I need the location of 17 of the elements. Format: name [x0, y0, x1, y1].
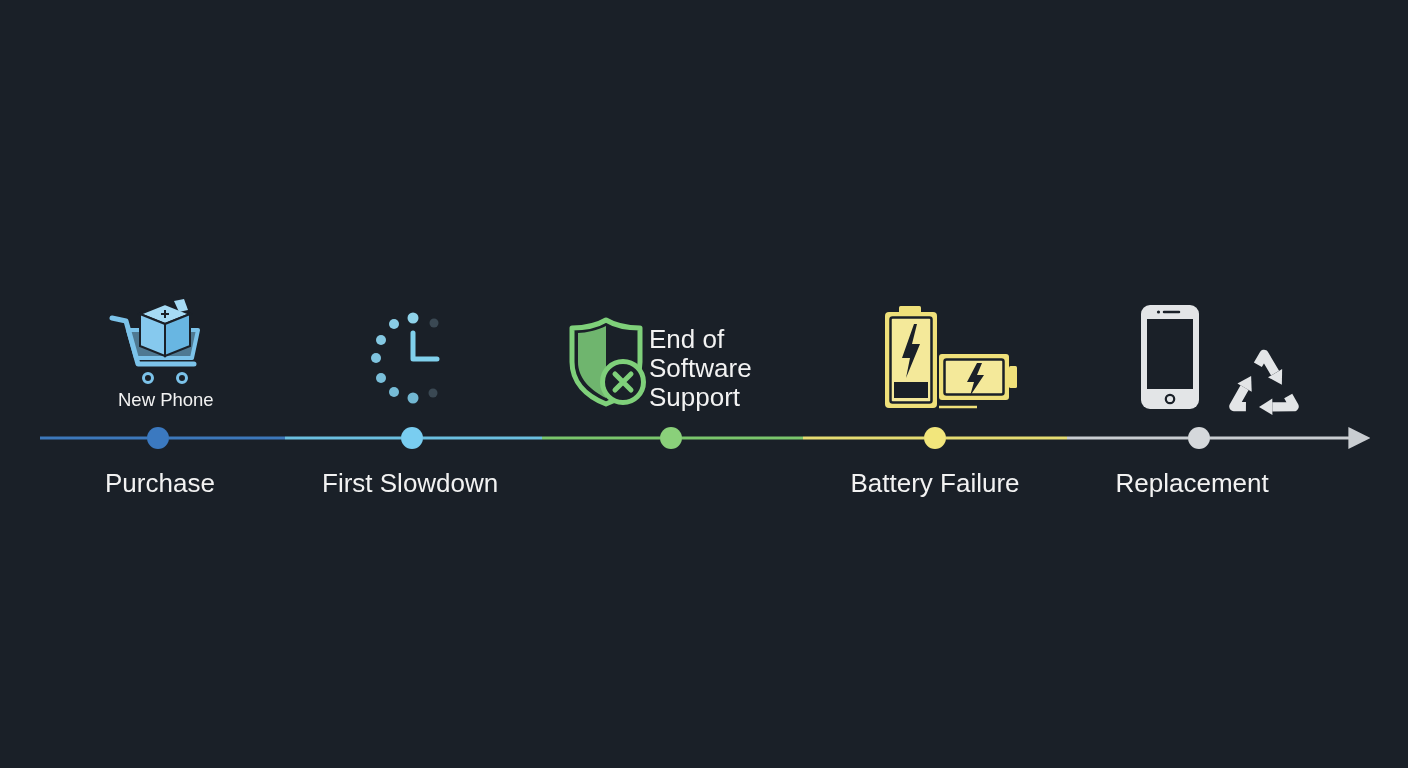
timeline-dot — [147, 427, 169, 449]
milestone-label: Replacement — [1115, 467, 1269, 499]
timeline-line — [946, 436, 1188, 440]
milestone-label: First Slowdown — [322, 467, 499, 499]
timeline-arrow — [1210, 427, 1371, 449]
timeline-line — [682, 436, 924, 440]
milestone-label: Purchase — [105, 467, 215, 499]
timeline-dot — [924, 427, 946, 449]
milestone-label: Battery Failure — [850, 467, 1020, 499]
timeline-line — [169, 436, 401, 440]
timeline-line — [423, 436, 660, 440]
milestone-label: End of Software Support — [649, 325, 753, 412]
timeline-line — [40, 436, 147, 440]
icon-caption: New Phone — [118, 389, 214, 411]
timeline-dot — [1188, 427, 1210, 449]
timeline-dot — [660, 427, 682, 449]
timeline-dot — [401, 427, 423, 449]
